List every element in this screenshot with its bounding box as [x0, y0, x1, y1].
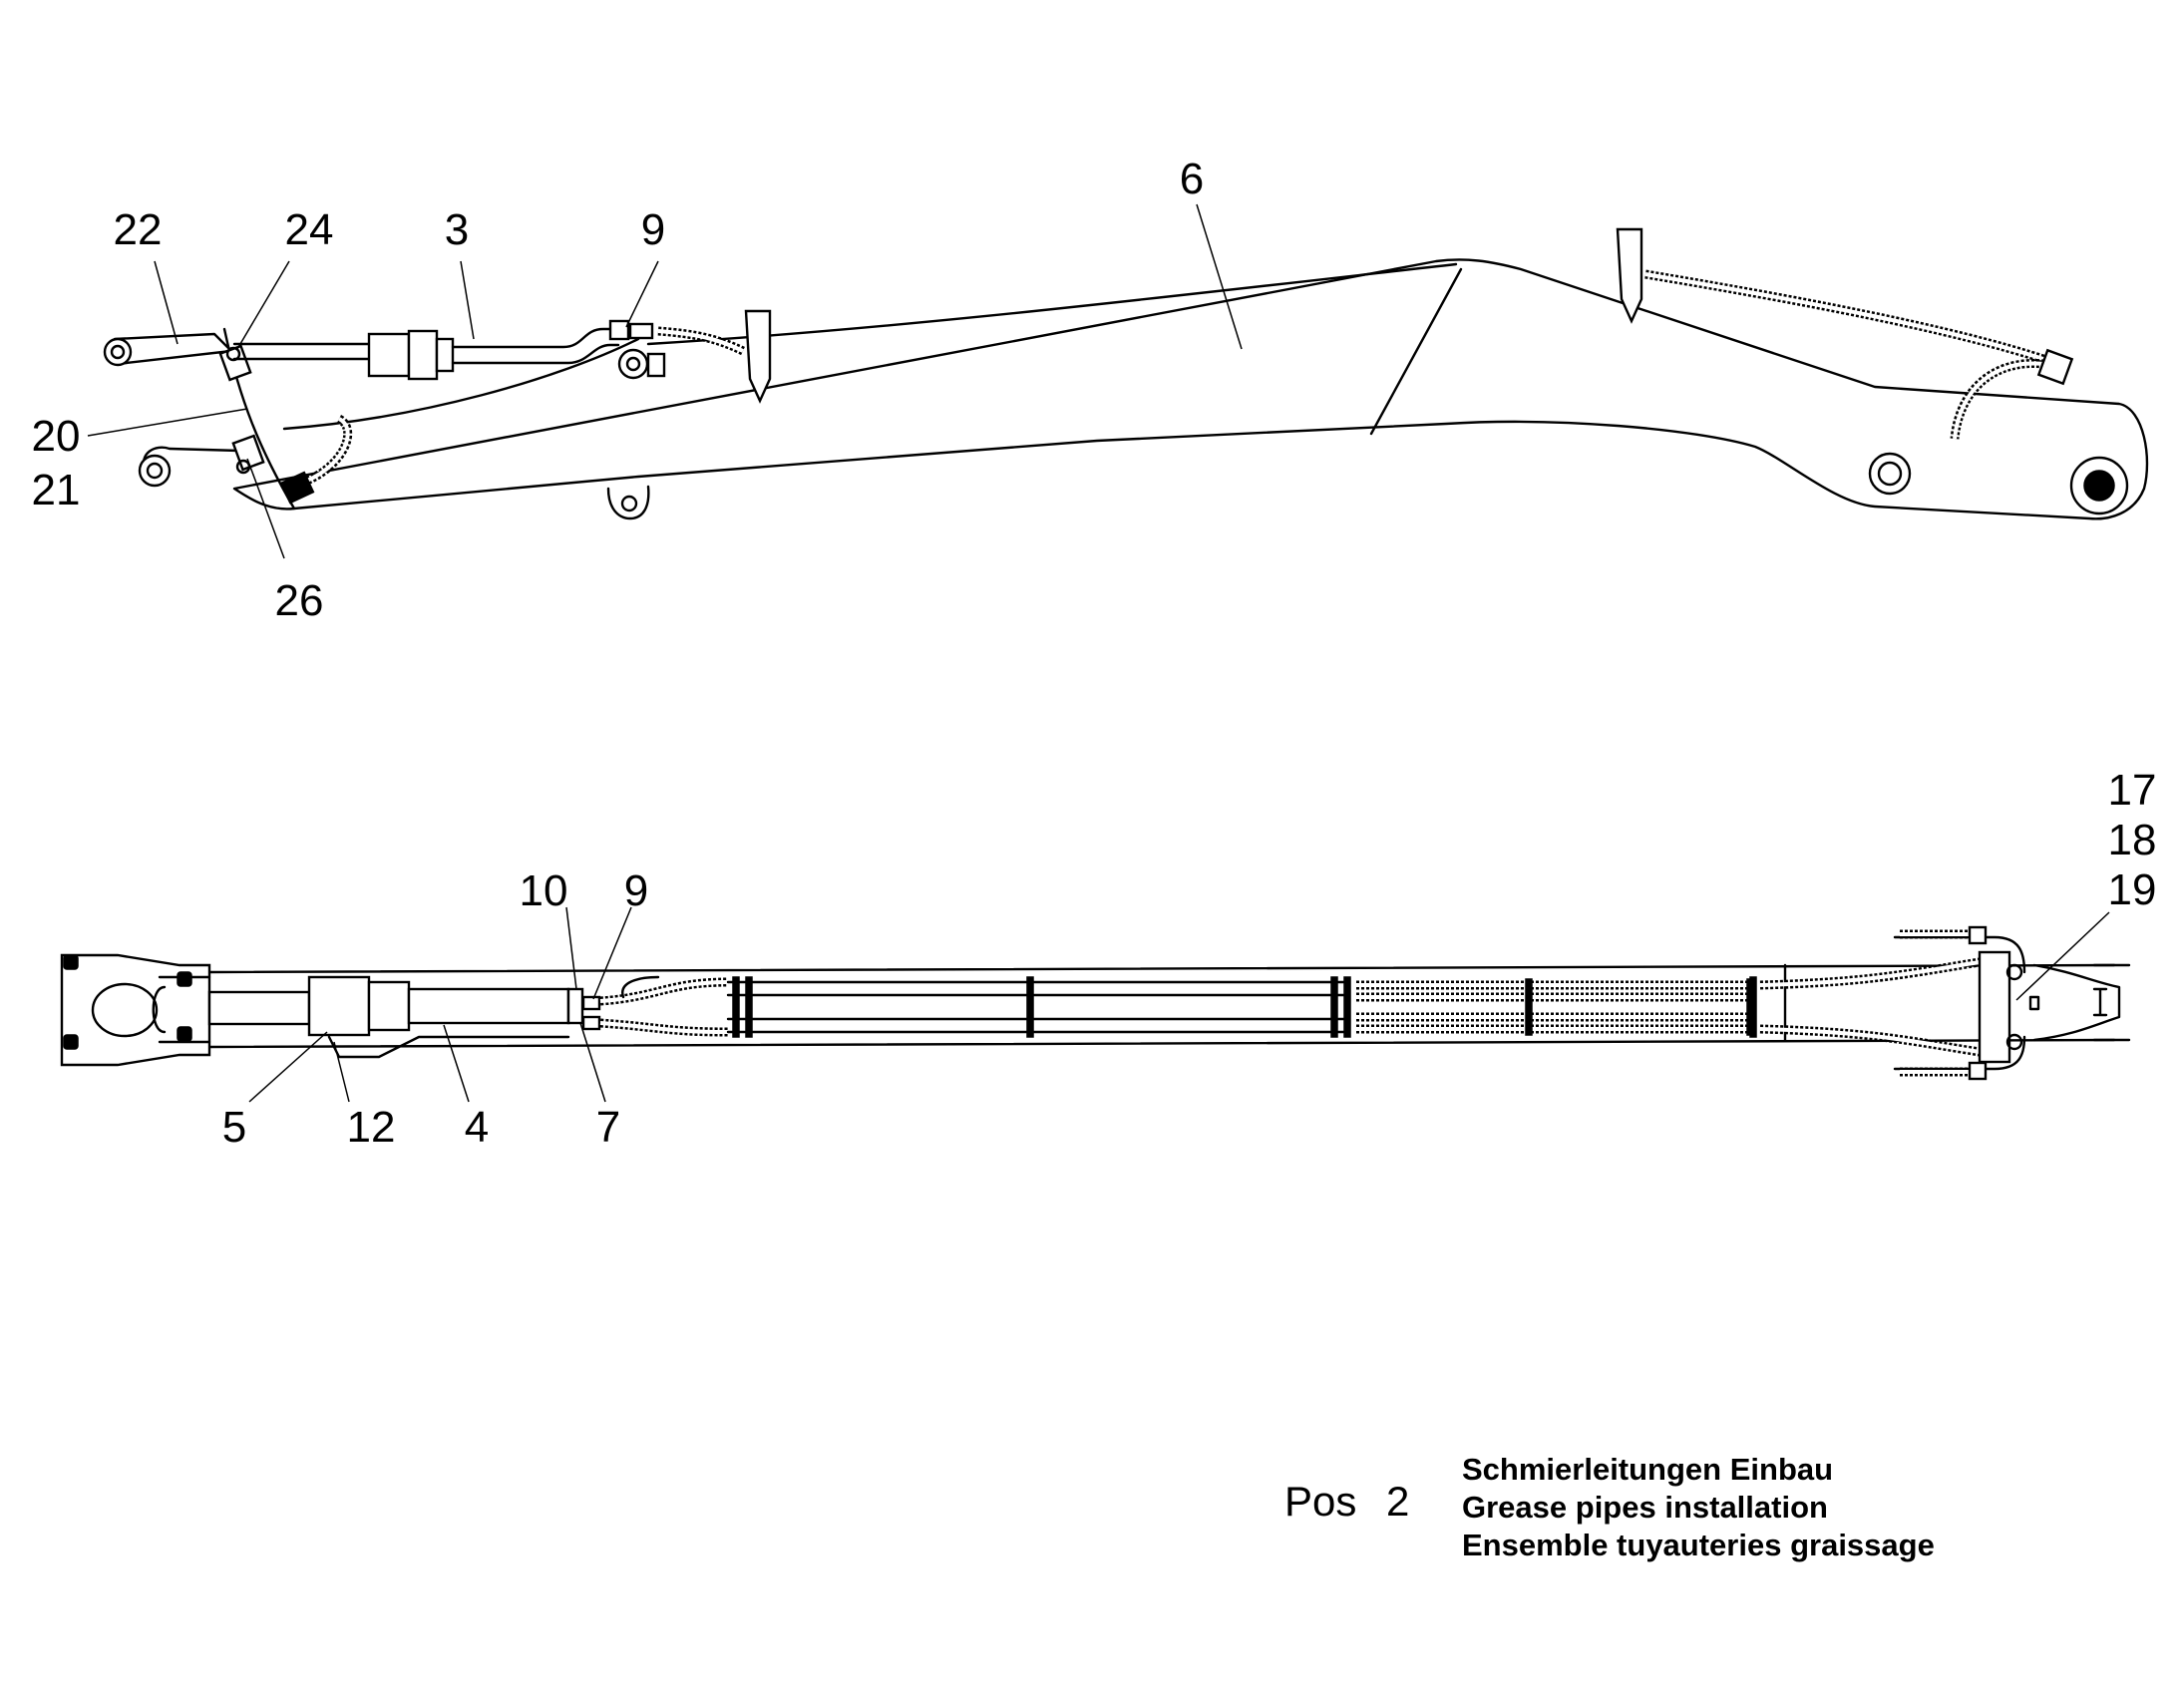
callout-9-side: 9: [641, 205, 665, 254]
caption-line-fr: Ensemble tuyauteries graissage: [1462, 1528, 1935, 1562]
callout-26: 26: [275, 576, 324, 625]
callout-12: 12: [347, 1103, 396, 1152]
top-view-callouts: 10 9 17 18 19 5 12 4 7: [222, 766, 2157, 1152]
callout-5: 5: [222, 1103, 246, 1152]
caption-line-en: Grease pipes installation: [1462, 1490, 1828, 1525]
top-view-leaders: [248, 906, 2110, 1103]
side-view-arm: [103, 227, 2149, 520]
callout-4: 4: [465, 1103, 489, 1152]
caption-block: Pos 2 Schmierleitungen Einbau Grease pip…: [1284, 1452, 1935, 1562]
top-view-arm: [60, 925, 2131, 1081]
callout-10: 10: [520, 866, 568, 915]
callout-6: 6: [1180, 155, 1204, 203]
callout-21: 21: [32, 466, 81, 514]
side-view-leaders: [87, 203, 1243, 559]
callout-7: 7: [596, 1103, 620, 1152]
callout-24: 24: [285, 205, 334, 254]
callout-19: 19: [2108, 865, 2157, 914]
callout-17: 17: [2108, 766, 2157, 815]
side-view-callouts: 22 24 3 9 6 20 21 26: [32, 155, 1205, 625]
callout-9-top: 9: [624, 866, 648, 915]
caption-pos-label: Pos: [1284, 1478, 1356, 1525]
callout-18: 18: [2108, 816, 2157, 864]
caption-pos-number: 2: [1386, 1478, 1409, 1525]
callout-20: 20: [32, 412, 81, 461]
callout-3: 3: [445, 205, 469, 254]
callout-22: 22: [114, 205, 163, 254]
caption-line-de: Schmierleitungen Einbau: [1462, 1452, 1833, 1487]
